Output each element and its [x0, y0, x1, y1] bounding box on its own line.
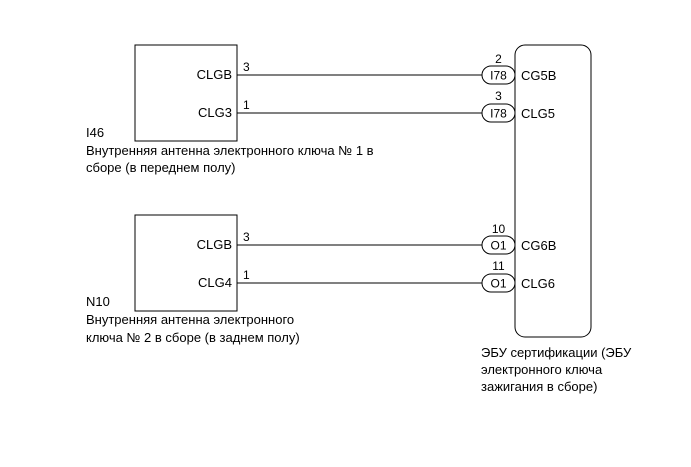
antenna-1-name-line2: сборе (в переднем полу) [86, 160, 235, 175]
ecu-box [514, 44, 592, 338]
ecu-pin-cg5b: 2 [495, 52, 502, 66]
ecu-terminal-cg6b-label: CG6B [521, 238, 556, 253]
connector-i78-2-label: I78 [490, 107, 507, 121]
ecu-pin-clg6: 11 [492, 259, 505, 273]
connector-i78-1-label: I78 [490, 69, 507, 83]
antenna-2-name-line2: ключа № 2 в сборе (в заднем полу) [86, 330, 300, 345]
antenna-2-box [134, 214, 238, 312]
antenna-1-terminal-clg3-label: CLG3 [198, 105, 232, 120]
connector-o1-2 [481, 273, 516, 293]
antenna-2-name-line1: Внутренняя антенна электронного [86, 312, 294, 327]
antenna-1-pin-clgb: 3 [243, 60, 250, 74]
connector-o1-1-label: O1 [490, 239, 506, 253]
ecu-terminal-clg5-label: CLG5 [521, 106, 555, 121]
ecu-name-line3: зажигания в сборе) [481, 379, 597, 394]
connector-o1-1 [481, 235, 516, 255]
antenna-1-id: I46 [86, 125, 104, 140]
antenna-2-id: N10 [86, 294, 110, 309]
ecu-terminal-cg5b-label: CG5B [521, 68, 556, 83]
connector-i78-1 [481, 65, 516, 85]
antenna-2-terminal-clgb-label: CLGB [197, 237, 232, 252]
antenna-2-terminal-clg4-label: CLG4 [198, 275, 232, 290]
ecu-terminal-clg6-label: CLG6 [521, 276, 555, 291]
antenna-2-pin-clgb: 3 [243, 230, 250, 244]
ecu-name-line1: ЭБУ сертификации (ЭБУ [481, 345, 632, 360]
antenna-2-pin-clg4: 1 [243, 268, 250, 282]
antenna-1-terminal-clgb-label: CLGB [197, 67, 232, 82]
ecu-name-line2: электронного ключа [481, 362, 603, 377]
ecu-pin-clg5: 3 [495, 89, 502, 103]
antenna-1-box [134, 44, 238, 142]
antenna-1-pin-clg3: 1 [243, 98, 250, 112]
antenna-1-name-line1: Внутренняя антенна электронного ключа № … [86, 143, 374, 158]
ecu-pin-cg6b: 10 [492, 222, 506, 236]
connector-o1-2-label: O1 [490, 277, 506, 291]
connector-i78-2 [481, 103, 516, 123]
